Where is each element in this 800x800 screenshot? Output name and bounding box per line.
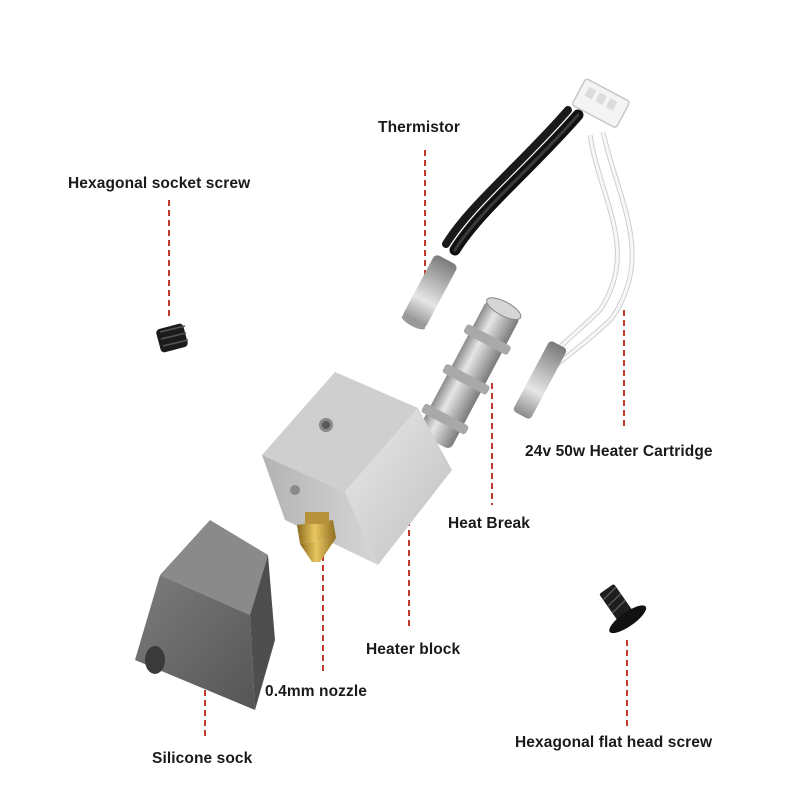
label-nozzle: 0.4mm nozzle	[265, 683, 367, 700]
label-hex-socket-screw: Hexagonal socket screw	[68, 175, 251, 192]
silicone-sock-part	[135, 520, 275, 710]
heater-block-part	[262, 372, 452, 565]
label-thermistor: Thermistor	[378, 119, 460, 136]
thermistor-part	[401, 106, 584, 330]
heater-cartridge-part	[513, 78, 635, 419]
hex-socket-screw-part	[156, 323, 189, 353]
label-hex-flat-head-screw: Hexagonal flat head screw	[515, 734, 713, 751]
label-silicone-sock: Silicone sock	[152, 750, 253, 767]
nozzle-part	[297, 512, 336, 562]
label-heater-block: Heater block	[366, 641, 461, 658]
label-heater-cartridge: 24v 50w Heater Cartridge	[525, 443, 713, 460]
hex-flat-head-screw-part	[599, 584, 647, 634]
heat-break-part	[418, 297, 522, 448]
label-heat-break: Heat Break	[448, 515, 530, 532]
